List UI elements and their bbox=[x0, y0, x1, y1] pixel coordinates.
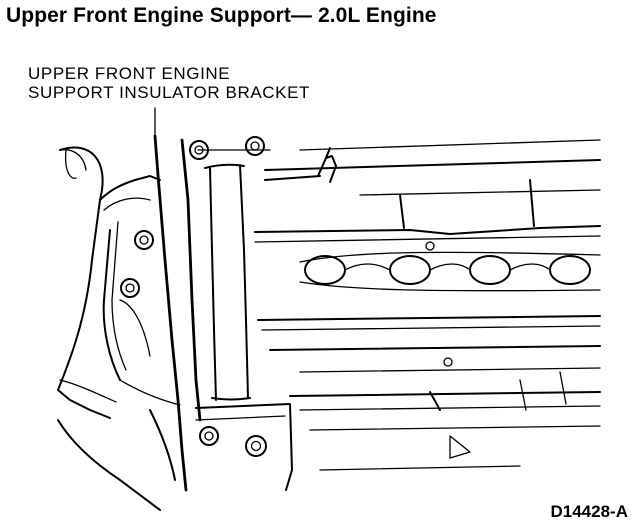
bolt-casting-upper-icon bbox=[134, 230, 154, 250]
bolt-casting-lower-icon bbox=[120, 278, 140, 298]
lower-engine-details bbox=[429, 371, 567, 459]
bracket-callout-label: UPPER FRONT ENGINE SUPPORT INSULATOR BRA… bbox=[28, 64, 310, 102]
ignition-coil-boots bbox=[299, 241, 601, 367]
page-title: Upper Front Engine Support— 2.0L Engine bbox=[6, 4, 437, 27]
callout-line-1: UPPER FRONT ENGINE bbox=[28, 64, 231, 83]
bolt-top-right-icon bbox=[245, 136, 265, 156]
callout-line-2: SUPPORT INSULATOR BRACKET bbox=[28, 83, 311, 102]
bolt-bottom-right-icon bbox=[245, 435, 267, 457]
bolt-bottom-left-icon bbox=[199, 426, 219, 446]
valve-cover bbox=[254, 139, 601, 471]
timing-cover-casting bbox=[57, 146, 181, 511]
breather-fitting bbox=[317, 147, 337, 183]
insulator-bracket bbox=[153, 134, 293, 492]
figure-id: D14428-A bbox=[550, 502, 629, 521]
bolt-top-left-icon bbox=[189, 140, 209, 160]
